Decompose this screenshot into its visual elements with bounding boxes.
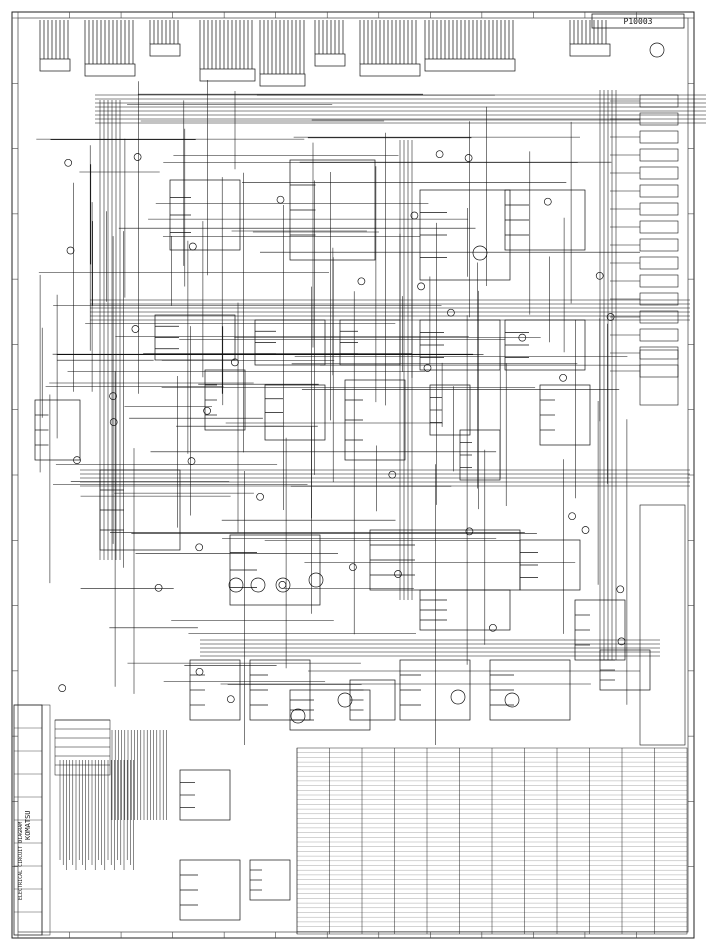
zone-ticks <box>12 12 694 938</box>
company-name: KOMATSU <box>24 810 32 840</box>
top-connector-blocks <box>39 20 611 87</box>
drawing-number-box: P10003 <box>591 13 685 29</box>
wire-harness-network <box>36 80 706 745</box>
sheet-title: ELECTRICAL CIRCUIT DIAGRAM <box>18 822 24 900</box>
title-block: KOMATSU ELECTRICAL CIRCUIT DIAGRAM <box>13 704 51 936</box>
right-switch-column <box>610 94 686 746</box>
drawing-number: P10003 <box>624 17 653 26</box>
wire-table <box>296 747 688 935</box>
component-boxes <box>34 159 651 921</box>
notes-block <box>54 719 167 870</box>
lamp-and-motor-symbols <box>58 42 665 724</box>
